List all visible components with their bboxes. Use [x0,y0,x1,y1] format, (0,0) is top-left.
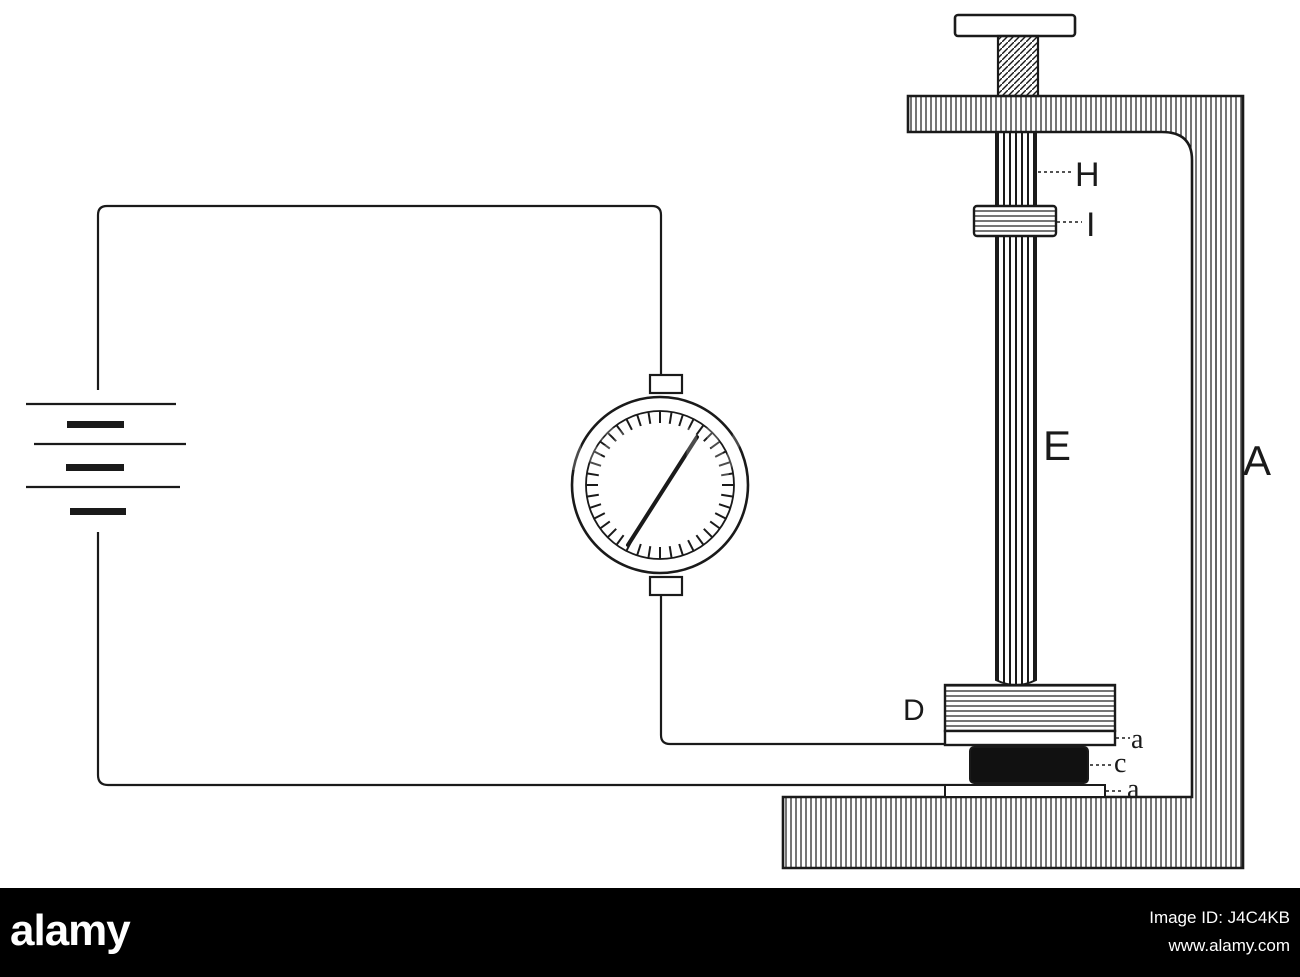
leader-lines [1038,171,1130,792]
rod-h [995,131,1037,207]
dial-tick [703,431,714,442]
label-h: H [1075,156,1100,194]
circuit-wires [96,204,970,787]
site-url: www.alamy.com [1168,936,1290,955]
wire-meter-to-plate [659,595,945,746]
dial-tick [714,512,727,520]
galvanometer-needle [626,435,699,547]
dial-tick [695,424,705,436]
screw-shaft [996,34,1040,98]
dial-tick [586,493,599,498]
rod-e [995,235,1037,686]
dial-tick [599,440,611,450]
dial-tick [714,450,727,458]
stock-footer: alamy Image ID: J4C4KB www.alamy.com [0,888,1300,977]
plate-stack [943,683,1117,798]
dial-tick [721,472,734,477]
dial-tick [703,528,714,539]
rod-assembly [972,131,1058,686]
dial-tick [687,539,695,552]
galvanometer-top-terminal [648,373,684,395]
dial-tick [606,431,617,442]
dial-ticks [586,411,734,559]
disc-d [943,683,1117,733]
carbon-c [969,746,1089,784]
dial-tick [589,503,602,509]
dial-tick [593,512,606,520]
dial-tick [647,411,652,424]
frame-a-body [781,94,1245,870]
label-a-frame: A [1243,437,1271,484]
dial-tick [668,411,673,424]
dial-tick [615,534,625,546]
collar-i [972,204,1058,238]
dial-tick [718,503,731,509]
dial-tick [678,543,684,556]
adjusting-screw [953,13,1077,98]
label-d: D [903,694,925,727]
dial-tick [586,472,599,477]
label-a-upper: a [1131,724,1144,755]
dial-tick [589,461,602,467]
dial-tick [647,546,652,559]
dial-tick [636,414,642,427]
label-e: E [1043,422,1071,469]
dial-tick [687,418,695,431]
label-a-lower: a [1127,774,1140,805]
battery-symbol [26,402,186,515]
frame-a [781,94,1245,870]
label-i: I [1086,206,1095,244]
galvanometer-bottom-terminal [648,575,684,597]
wire-top-loop [96,204,663,390]
dial-tick [636,543,642,556]
image-id: Image ID: J4C4KB [1149,908,1290,927]
plate-a-upper [943,729,1117,747]
dial-tick [721,493,734,498]
apparatus-diagram: H I E A D a c a alamy [26,13,1272,870]
dial-tick [678,414,684,427]
watermark: alamy [520,398,747,487]
galvanometer [570,373,750,597]
image-id-block: Image ID: J4C4KB www.alamy.com [1149,904,1290,960]
dial-tick [599,520,611,530]
dial-tick [625,418,633,431]
dial-tick [606,528,617,539]
screw-knob [953,13,1077,38]
dial-tick [709,520,721,530]
dial-tick [593,450,606,458]
dial-tick [695,534,705,546]
alamy-logo: alamy [10,906,131,955]
dial-tick [615,424,625,436]
wire-battery-to-base [96,532,970,787]
dial-tick [668,546,673,559]
plate-a-lower [944,784,1106,798]
dial-tick [718,461,731,467]
label-c: c [1114,748,1126,779]
dial-tick [709,440,721,450]
